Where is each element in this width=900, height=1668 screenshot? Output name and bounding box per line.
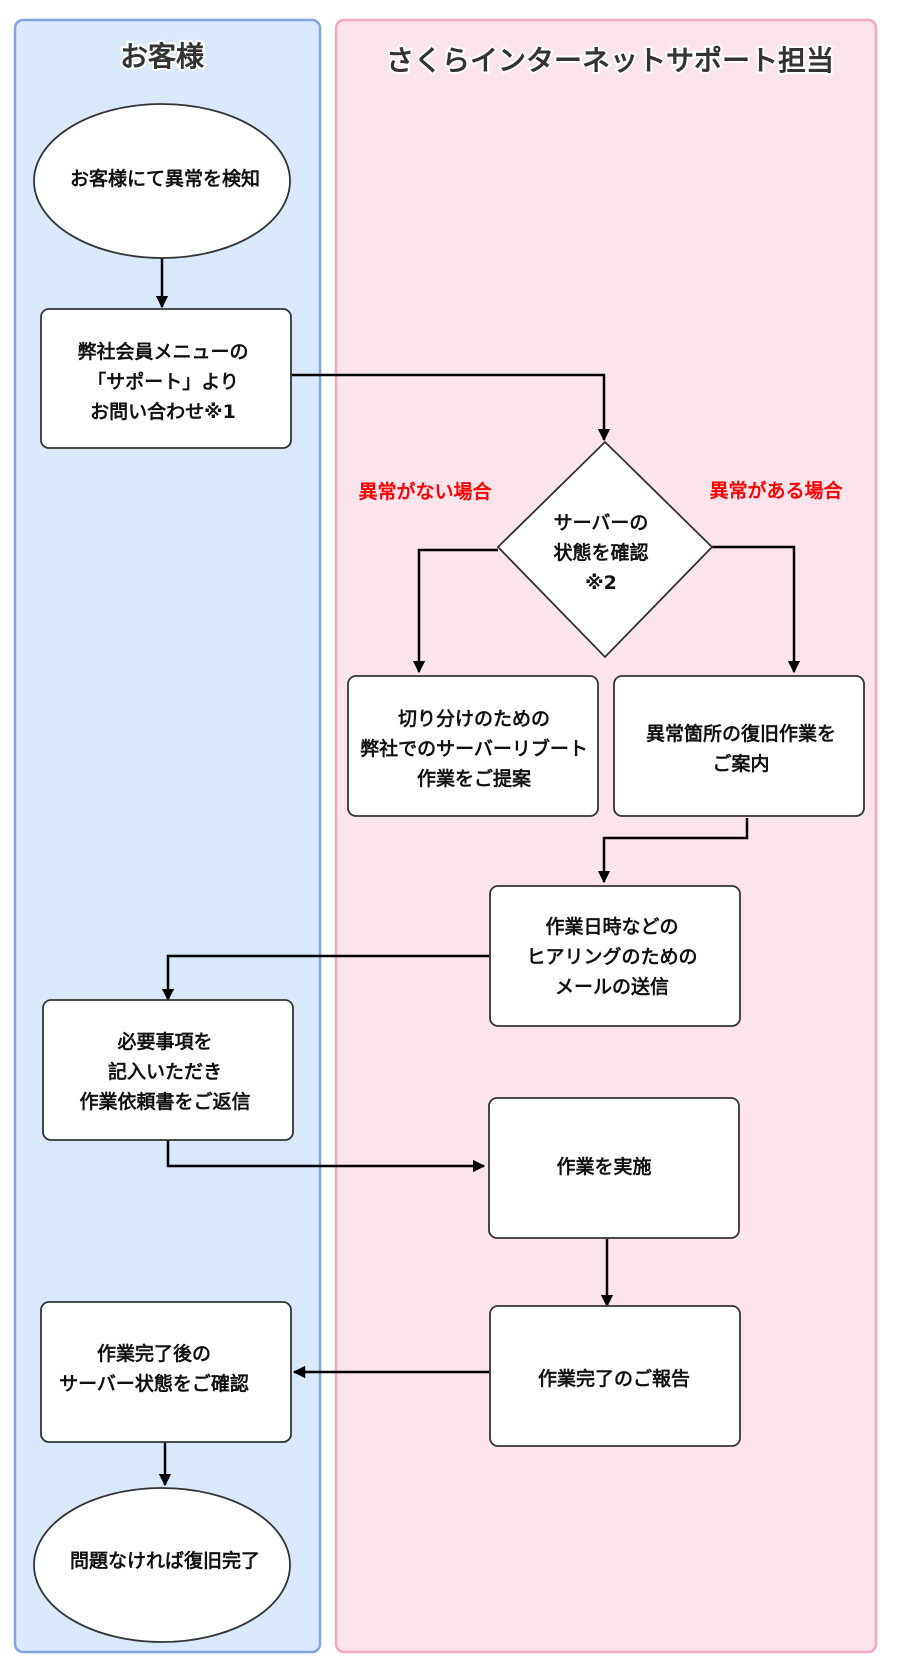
execute-node	[488, 1097, 740, 1239]
label-line: 弊社会員メニューの	[77, 340, 248, 363]
label-line: サーバー状態をご確認	[59, 1372, 249, 1395]
start-node	[33, 103, 291, 259]
label-line: ヒアリングのための	[526, 945, 697, 968]
label-line: お客様にて異常を検知	[70, 167, 260, 190]
check-decision-node	[496, 440, 714, 659]
label-line: 弊社でのサーバーリブート	[360, 737, 588, 760]
reboot-label: 切り分けのための弊社でのサーバーリブート作業をご提案	[360, 708, 588, 790]
connector-inquiry-check	[291, 373, 611, 442]
report-node	[489, 1305, 741, 1447]
label-line: 問題なければ復旧完了	[70, 1549, 260, 1572]
label-line: お問い合わせ※1	[90, 400, 236, 423]
label-line: ご案内	[712, 752, 769, 775]
connector-check-reboot	[412, 548, 498, 674]
report-label: 作業完了のご報告	[538, 1367, 690, 1390]
label-line: 切り分けのための	[398, 708, 550, 730]
confirm-label: 作業完了後のサーバー状態をご確認	[59, 1342, 249, 1395]
confirm-node	[40, 1301, 292, 1443]
connector-check-guide	[712, 545, 801, 674]
start-label: お客様にて異常を検知	[70, 167, 260, 190]
end-node	[33, 1487, 291, 1643]
label-line: サーバーの	[554, 512, 649, 534]
guide-node	[613, 675, 865, 817]
branch-no-issue-label: 異常がない場合	[358, 480, 492, 503]
request-node	[42, 999, 294, 1141]
inquiry-label: 弊社会員メニューの「サポート」よりお問い合わせ※1	[77, 340, 248, 423]
hearing-label: 作業日時などのヒアリングのためのメールの送信	[526, 915, 697, 998]
label-line: 異常箇所の復旧作業を	[646, 722, 836, 745]
guide-label: 異常箇所の復旧作業をご案内	[646, 722, 836, 775]
hearing-node	[489, 885, 741, 1027]
check-label: サーバーの状態を確認 ※2	[553, 512, 648, 594]
label-line: 作業依頼書をご返信	[79, 1090, 250, 1113]
execute-label: 作業を実施	[556, 1155, 651, 1178]
label-line: 作業完了後の	[97, 1342, 211, 1365]
request-label: 必要事項を記入いただき作業依頼書をご返信	[79, 1030, 250, 1113]
connector-guide-hearing	[597, 818, 749, 884]
branch-issue-label: 異常がある場合	[709, 479, 843, 502]
inquiry-node	[40, 308, 292, 449]
connector-hearing-request	[161, 954, 490, 1002]
connector-request-execute	[166, 1140, 486, 1173]
label-line: 記入いただき	[108, 1060, 222, 1083]
label-line: 必要事項を	[116, 1030, 212, 1053]
reboot-node	[347, 675, 599, 817]
label-line: ※2	[585, 572, 617, 594]
support-lane-title: さくらインターネットサポート担当	[386, 44, 834, 77]
customer-lane-title: お客様	[120, 40, 205, 73]
end-label: 問題なければ復旧完了	[70, 1549, 260, 1572]
label-line: 作業完了のご報告	[538, 1367, 690, 1390]
label-line: 作業日時などの	[545, 915, 678, 938]
label-line: 作業を実施	[556, 1155, 651, 1178]
label-line: 作業をご提案	[417, 767, 532, 790]
label-line: メールの送信	[555, 975, 669, 998]
label-line: 状態を確認	[553, 541, 648, 564]
label-line: 「サポート」より	[87, 370, 239, 393]
support-lane	[334, 18, 878, 1654]
